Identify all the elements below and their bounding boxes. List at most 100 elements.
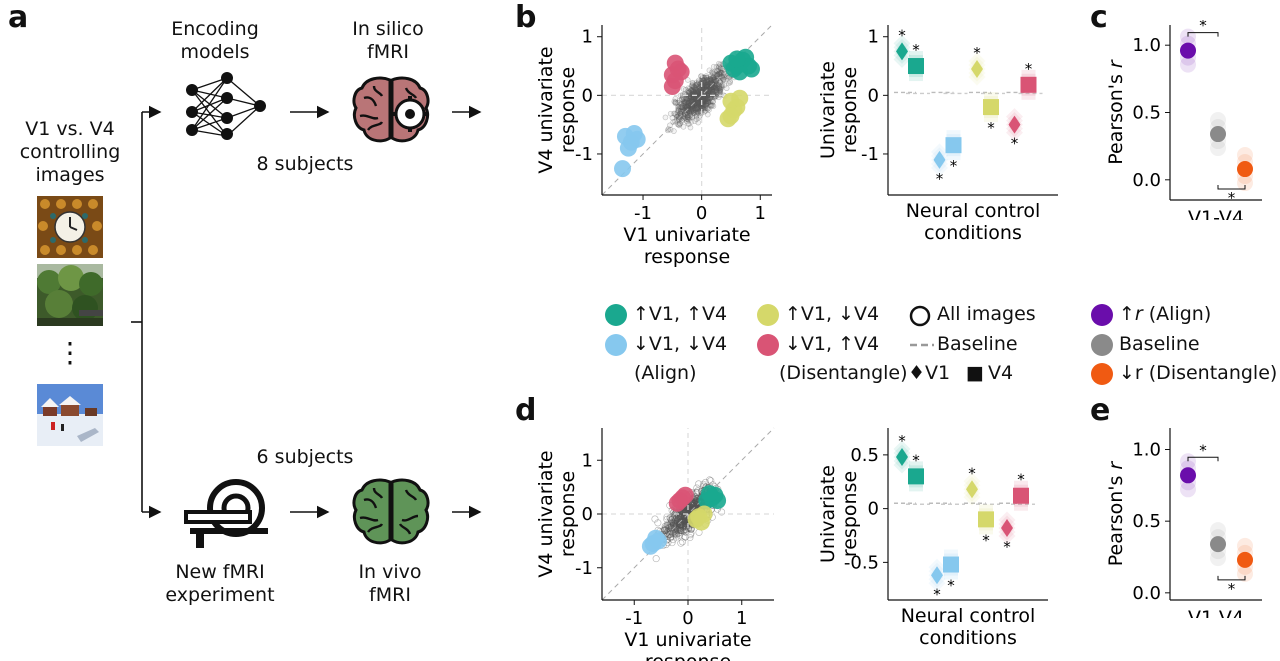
all-images-point [686,506,694,514]
v4-square [908,58,924,75]
all-images-point [687,110,694,117]
all-images-point [699,76,706,83]
panel-letter-e: e [1090,393,1111,428]
all-images-point [651,515,659,523]
all-images-point [683,106,690,113]
v1-diamond [1008,115,1021,134]
legend-glyph-diamond: ♦ [908,362,926,384]
all-images-point [683,97,690,104]
v1-diamond [896,42,908,61]
all-images-point [709,87,715,93]
all-images-point [704,83,710,90]
panel-letter-a: a [8,0,29,35]
all-images-point [682,526,690,534]
all-images-point [701,78,708,84]
significance-star: * [1003,538,1011,556]
all-images-point [715,81,722,88]
all-images-point [695,100,702,107]
all-images-point [694,98,700,104]
all-images-point [687,105,694,111]
all-images-point [681,507,689,515]
all-images-point [705,77,711,84]
mri-scanner-icon [184,479,268,548]
all-images-point [667,533,675,541]
encoding-models-line2: models [180,41,250,63]
all-images-point [683,523,691,531]
all-images-point [671,522,679,530]
significance-star: * [898,432,906,450]
all-images-point [714,72,721,78]
legend-label-down-up: ↓V1, ↑V4 [785,333,880,355]
v4-square [908,468,924,485]
all-images-point [713,84,720,91]
all-images-point [719,66,725,72]
all-images-point [670,531,678,539]
all-images-point [662,525,670,533]
all-images-point [689,79,696,86]
all-images-point [710,88,716,95]
all-images-point [693,489,701,497]
all-images-point [704,105,710,111]
all-images-point [685,114,692,121]
all-images-point [714,73,721,79]
significance-star: * [947,577,955,595]
all-images-point [717,88,723,94]
all-images-point [682,110,688,116]
all-images-point [716,64,722,71]
all-images-point [696,85,703,91]
panel-letter-b: b [515,0,537,35]
all-images-point [701,478,709,486]
new-fmri-line2: experiment [165,584,275,606]
all-images-point [691,105,698,112]
all-images-point [679,104,685,111]
all-images-point [705,99,711,106]
all-images-point [715,85,722,91]
all-images-point [702,98,709,104]
all-images-point [689,83,696,90]
all-images-point [707,85,713,91]
forest-image [37,264,103,326]
all-images-point [687,501,695,509]
all-images-point [716,63,722,70]
all-images-point [674,526,682,534]
y-axis-label-r: r [1105,461,1127,470]
all-images-point [694,98,701,104]
all-images-point [685,100,692,106]
all-images-point [701,78,707,84]
all-images-point [703,86,710,93]
all-images-point [693,98,700,105]
all-images-point [723,85,730,92]
all-images-point [685,89,692,95]
all-images-point [689,499,697,507]
all-images-point [667,515,675,523]
all-images-point [688,94,694,101]
all-images-point [689,80,696,87]
all-images-point [686,534,694,542]
y-tick-label: 1.0 [1132,35,1161,56]
all-images-point [679,117,685,123]
all-images-point [686,121,692,127]
all-images-point [689,86,696,93]
all-images-point [680,512,688,520]
all-images-point [684,103,690,110]
all-images-point [685,120,691,127]
blue-condition-point [614,160,632,178]
all-images-point [711,79,717,85]
all-images-point [707,88,713,95]
all-images-point [687,112,693,119]
all-images-point [688,95,695,102]
orange-mean-point [1237,161,1253,178]
all-images-point [676,517,684,525]
all-images-point [662,530,670,538]
all-images-point [692,91,699,98]
all-images-point [707,89,714,95]
all-images-point [666,534,674,542]
all-images-point [716,79,723,86]
all-images-point [694,100,701,106]
all-images-point [682,115,689,121]
all-images-point [707,81,714,88]
all-images-point [693,83,700,89]
all-images-point [677,516,685,524]
new-fmri-line1: New fMRI [175,561,265,583]
all-images-point [713,64,720,70]
